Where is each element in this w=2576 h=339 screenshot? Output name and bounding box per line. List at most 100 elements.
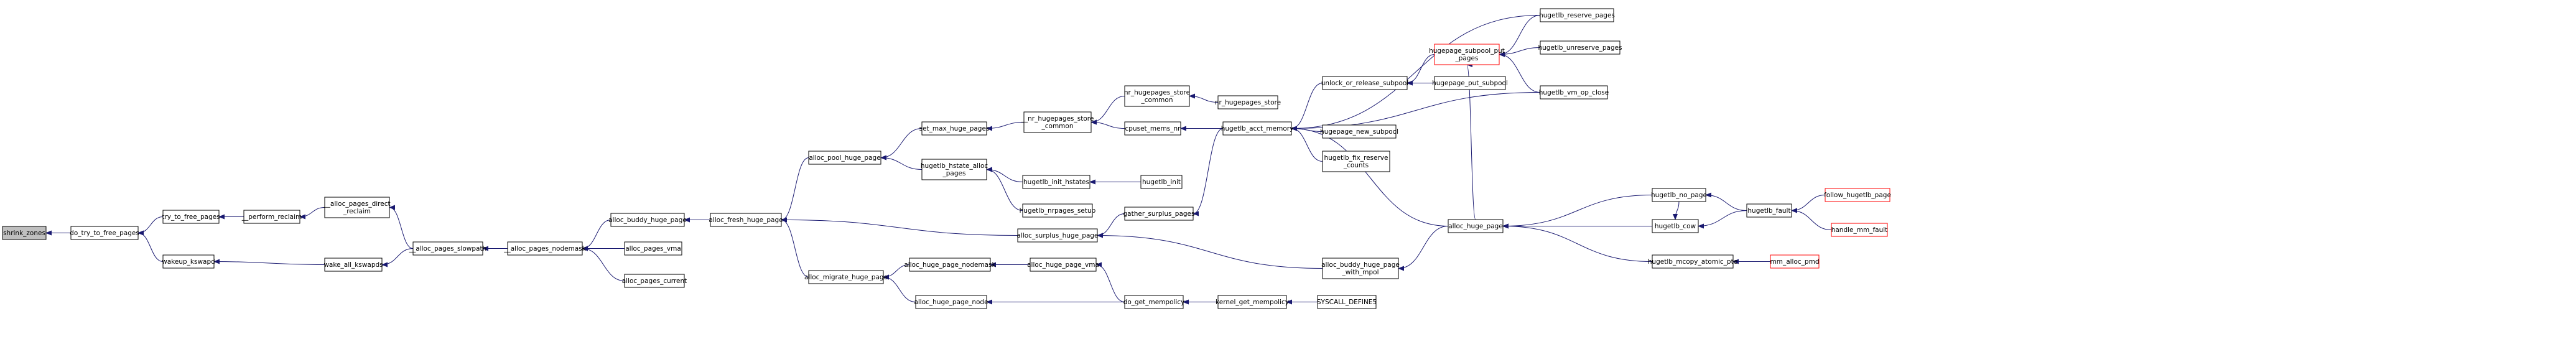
node-box[interactable]: [1434, 76, 1506, 90]
node-nr_hugepages_store[interactable]: nr_hugepages_store: [1215, 95, 1281, 109]
node-box[interactable]: [412, 241, 483, 256]
node-box[interactable]: [1023, 111, 1092, 133]
node-alloc_pages_vma[interactable]: alloc_pages_vma: [624, 241, 682, 256]
node-hugetlb_unreserve_pages[interactable]: hugetlb_unreserve_pages: [1538, 40, 1622, 55]
node-perform_reclaim[interactable]: __perform_reclaim: [241, 210, 302, 224]
node-box[interactable]: [1770, 254, 1820, 269]
node-box[interactable]: [1322, 124, 1397, 139]
node-box[interactable]: [921, 159, 987, 180]
node-box[interactable]: [610, 213, 685, 227]
node-hugetlb_cow[interactable]: hugetlb_cow: [1652, 219, 1699, 233]
node-box[interactable]: [1652, 219, 1699, 233]
node-do_get_mempolicy[interactable]: do_get_mempolicy: [1123, 295, 1185, 309]
node-box[interactable]: [1540, 85, 1608, 100]
node-hugetlb_vm_op_close[interactable]: hugetlb_vm_op_close: [1539, 85, 1609, 100]
node-box[interactable]: [1140, 175, 1183, 189]
node-alloc_migrate_huge_page[interactable]: alloc_migrate_huge_page: [804, 270, 888, 284]
node-kernel_get_mempolicy[interactable]: kernel_get_mempolicy: [1216, 295, 1289, 309]
node-box[interactable]: [1030, 258, 1097, 272]
node-alloc_huge_page_vma[interactable]: alloc_huge_page_vma: [1027, 258, 1099, 272]
node-alloc_pages_current[interactable]: alloc_pages_current: [622, 274, 687, 288]
node-alloc_huge_page_node[interactable]: alloc_huge_page_node: [914, 295, 988, 309]
node-hugetlb_init[interactable]: hugetlb_init: [1140, 175, 1183, 189]
node-box[interactable]: [70, 226, 139, 240]
node-box[interactable]: [808, 151, 881, 165]
node-hugepage_new_subpool[interactable]: hugepage_new_subpool: [1320, 124, 1398, 139]
node-hugetlb_no_page[interactable]: hugetlb_no_page: [1651, 188, 1707, 202]
node-box[interactable]: [710, 213, 782, 227]
node-hugepage_subpool_put_pages[interactable]: hugepage_subpool_put_pages: [1429, 44, 1505, 65]
node-mm_alloc_pmd[interactable]: mm_alloc_pmd: [1770, 254, 1820, 269]
node-box[interactable]: [1322, 76, 1408, 90]
node-box[interactable]: [1022, 203, 1093, 218]
node-box[interactable]: [324, 258, 383, 272]
node-box[interactable]: [1746, 203, 1792, 218]
node-alloc_pages_direct_reclaim[interactable]: __alloc_pages_direct_reclaim: [323, 197, 391, 218]
node-box[interactable]: [162, 254, 215, 269]
node-alloc_huge_page[interactable]: alloc_huge_page: [1448, 219, 1504, 233]
node-hugetlb_mcopy_atomic_pte[interactable]: hugetlb_mcopy_atomic_pte: [1648, 254, 1737, 269]
node-handle_mm_fault[interactable]: handle_mm_fault: [1831, 223, 1888, 237]
node-hugetlb_fix_reserve_counts[interactable]: hugetlb_fix_reserve_counts: [1322, 151, 1390, 172]
node-do_try_to_free_pages[interactable]: do_try_to_free_pages: [70, 226, 139, 240]
node-cpuset_mems_nr[interactable]: cpuset_mems_nr: [1124, 121, 1181, 136]
node-hugetlb_reserve_pages[interactable]: hugetlb_reserve_pages: [1539, 8, 1615, 22]
node-box[interactable]: [1317, 295, 1377, 309]
node-box[interactable]: [324, 197, 390, 218]
node-alloc_surplus_huge_page[interactable]: alloc_surplus_huge_page: [1016, 228, 1099, 243]
node-box[interactable]: [921, 121, 987, 136]
node-box[interactable]: [1017, 228, 1098, 243]
node-alloc_huge_page_nodemask[interactable]: alloc_huge_page_nodemask: [904, 258, 997, 272]
node-box[interactable]: [1222, 121, 1292, 136]
node-unlock_or_release_subpool[interactable]: unlock_or_release_subpool: [1321, 76, 1409, 90]
node-hugetlb_fault[interactable]: hugetlb_fault: [1746, 203, 1792, 218]
node-box[interactable]: [1022, 175, 1090, 189]
node-alloc_fresh_huge_page[interactable]: alloc_fresh_huge_page: [709, 213, 783, 227]
node-box[interactable]: [1652, 188, 1706, 202]
node-alloc_pool_huge_page[interactable]: alloc_pool_huge_page: [808, 151, 881, 165]
node-box[interactable]: [624, 241, 682, 256]
node-box[interactable]: [1217, 95, 1278, 109]
node-box[interactable]: [1540, 8, 1614, 22]
node-follow_hugetlb_page[interactable]: follow_hugetlb_page: [1824, 188, 1891, 202]
node-nr_hugepages_store_common[interactable]: __nr_hugepages_store_common: [1021, 111, 1094, 133]
node-box[interactable]: [507, 241, 583, 256]
node-box[interactable]: [2, 226, 47, 240]
node-box[interactable]: [1831, 223, 1888, 237]
node-box[interactable]: [909, 258, 991, 272]
node-wakeup_kswapd[interactable]: wakeup_kswapd: [162, 254, 215, 269]
node-hugetlb_acct_memory[interactable]: hugetlb_acct_memory: [1221, 121, 1294, 136]
node-hugetlb_nrpages_setup[interactable]: hugetlb_nrpages_setup: [1020, 203, 1096, 218]
node-hugepage_put_subpool[interactable]: hugepage_put_subpool: [1432, 76, 1508, 90]
node-box[interactable]: [1217, 295, 1287, 309]
node-shrink_zones[interactable]: shrink_zones: [2, 226, 47, 240]
node-box[interactable]: [1322, 151, 1390, 172]
node-nr_hugepages_store_common2[interactable]: nr_hugepages_store_common: [1124, 85, 1190, 107]
node-alloc_buddy_huge_page[interactable]: alloc_buddy_huge_page: [608, 213, 687, 227]
node-alloc_pages_slowpath[interactable]: __alloc_pages_slowpath: [409, 241, 486, 256]
node-box[interactable]: [915, 295, 987, 309]
node-box[interactable]: [243, 210, 300, 224]
node-box[interactable]: [808, 270, 884, 284]
node-box[interactable]: [1540, 40, 1620, 55]
node-box[interactable]: [1124, 207, 1194, 221]
node-gather_surplus_pages[interactable]: gather_surplus_pages: [1123, 207, 1195, 221]
node-set_max_huge_pages[interactable]: set_max_huge_pages: [919, 121, 990, 136]
node-syscall_define5[interactable]: SYSCALL_DEFINE5: [1317, 295, 1377, 309]
node-hugetlb_hstate_alloc_pages[interactable]: hugetlb_hstate_alloc_pages: [921, 159, 988, 180]
node-box[interactable]: [1434, 44, 1500, 65]
node-box[interactable]: [1124, 121, 1181, 136]
node-box[interactable]: [624, 274, 685, 288]
node-box[interactable]: [1124, 295, 1184, 309]
node-alloc_buddy_huge_page_with_mpol[interactable]: alloc_buddy_huge_page_with_mpol: [1321, 258, 1400, 279]
node-box[interactable]: [1448, 219, 1504, 233]
node-wake_all_kswapds[interactable]: wake_all_kswapds: [323, 258, 383, 272]
node-box[interactable]: [1652, 254, 1734, 269]
node-box[interactable]: [1124, 85, 1190, 107]
node-try_to_free_pages[interactable]: try_to_free_pages: [162, 210, 220, 224]
node-box[interactable]: [1322, 258, 1399, 279]
node-box[interactable]: [1825, 188, 1890, 202]
node-hugetlb_init_hstates[interactable]: hugetlb_init_hstates: [1022, 175, 1090, 189]
node-box[interactable]: [162, 210, 220, 224]
node-alloc_pages_nodemask[interactable]: __alloc_pages_nodemask: [503, 241, 587, 256]
